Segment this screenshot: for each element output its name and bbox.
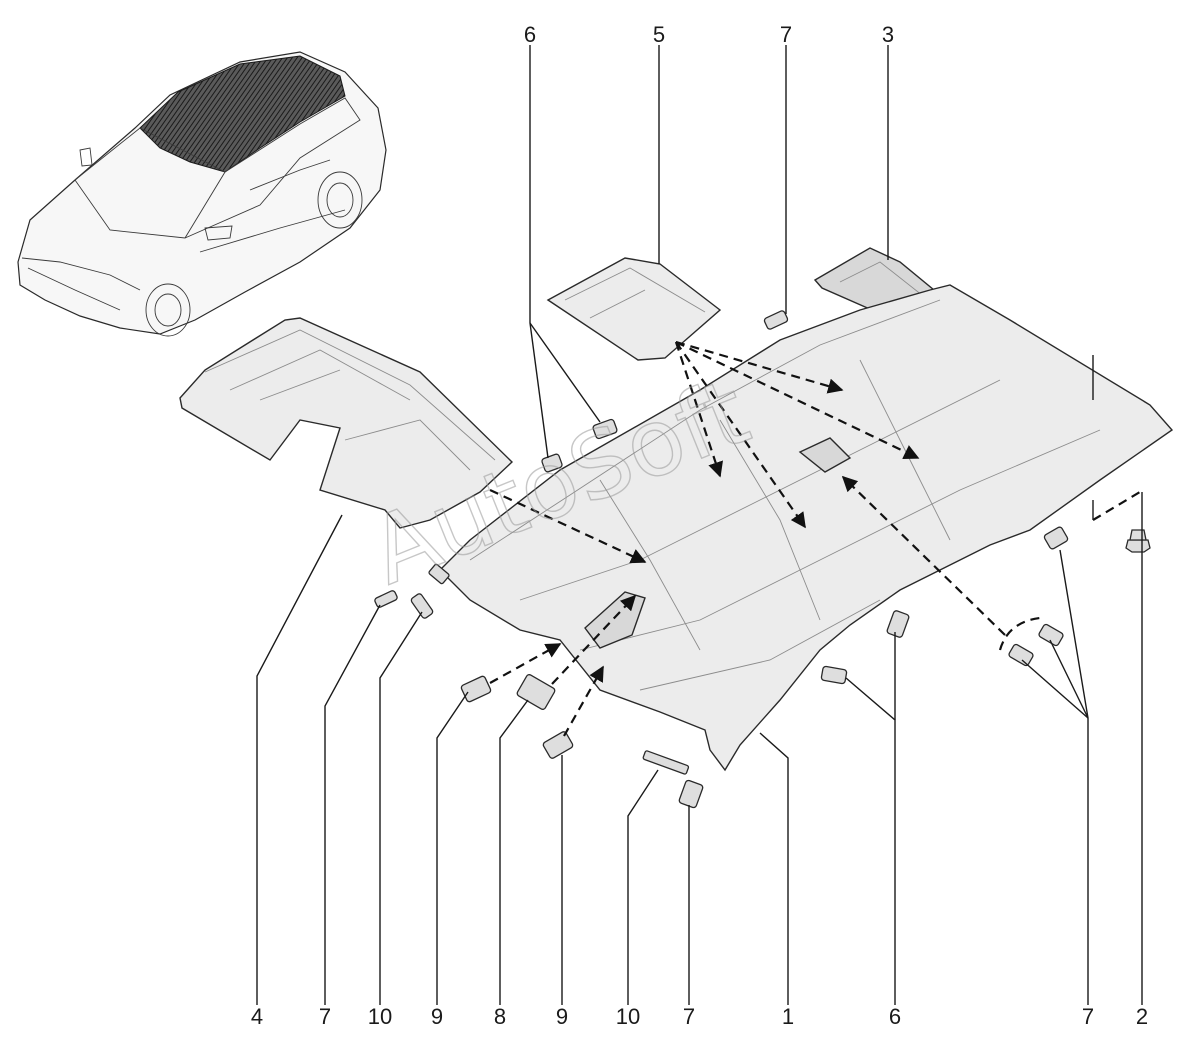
- car-overview-icon: [17, 51, 387, 337]
- callout-bottom: 10: [368, 1004, 392, 1029]
- callout-bottom: 2: [1136, 1004, 1148, 1029]
- callout-bottom: 1: [782, 1004, 794, 1029]
- callout-bottom: 6: [889, 1004, 901, 1029]
- dome-light-recess: [798, 437, 852, 473]
- callout-bottom: 7: [319, 1004, 331, 1029]
- callout-top: 7: [780, 22, 792, 47]
- callout-bottom: 7: [683, 1004, 695, 1029]
- leader-lines: [256, 45, 1143, 1005]
- callout-top: 3: [882, 22, 894, 47]
- callout-bottom: 10: [616, 1004, 640, 1029]
- assembly-arrows: [489, 340, 1141, 737]
- callout-top: 6: [524, 22, 536, 47]
- sound-insulation-mat-icon: [179, 317, 514, 529]
- callout-bottom: 8: [494, 1004, 506, 1029]
- clip-icon: [374, 310, 1069, 809]
- callout-top: 5: [653, 22, 665, 47]
- callout-bottom: 7: [1082, 1004, 1094, 1029]
- fastener-icon: [1125, 529, 1151, 553]
- callout-bottom: 9: [556, 1004, 568, 1029]
- headliner-panel-icon: [439, 284, 1174, 772]
- roof-hatched-area: [139, 55, 346, 173]
- callout-bottom: 9: [431, 1004, 443, 1029]
- callout-bottom: 4: [251, 1004, 263, 1029]
- sound-insulation-mat-icon: [546, 257, 722, 361]
